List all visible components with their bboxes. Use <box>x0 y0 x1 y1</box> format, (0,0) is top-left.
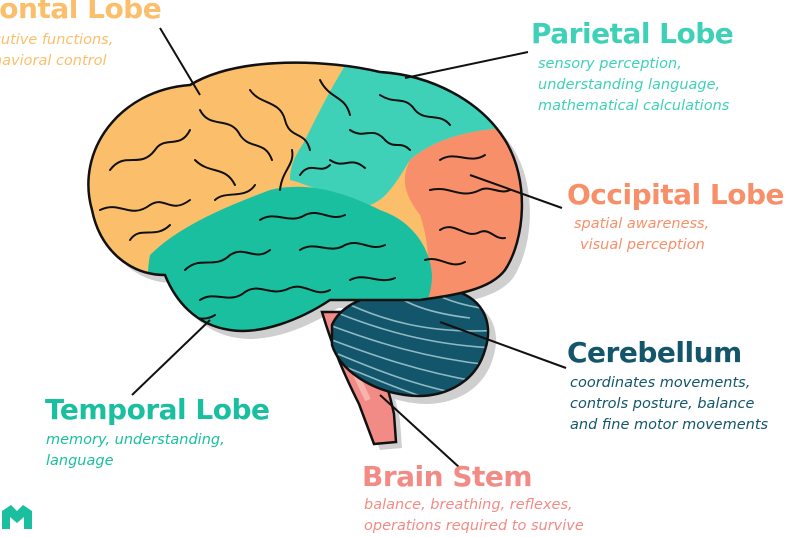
occipital-lobe-title: Occipital Lobe <box>567 178 784 211</box>
temporal-leader-line <box>132 320 210 395</box>
cerebellum-desc-line: coordinates movements, <box>570 373 768 394</box>
temporal-desc-line: language <box>46 451 225 472</box>
temporal-lobe-title: Temporal Lobe <box>45 393 270 426</box>
brain-stem-title: Brain Stem <box>362 460 532 493</box>
parietal-desc-line: sensory perception, <box>538 54 729 75</box>
occipital-lobe-description: spatial awareness, visual perception <box>574 214 709 256</box>
cerebellum-desc-line: controls posture, balance <box>570 394 768 415</box>
cerebellum-title: Cerebellum <box>567 336 742 369</box>
occipital-desc-line: spatial awareness, <box>574 214 709 235</box>
cerebellum-description: coordinates movements, controls posture,… <box>570 373 768 436</box>
parietal-lobe-title: Parietal Lobe <box>531 17 733 50</box>
frontal-desc-line: ehavioral control <box>0 51 113 72</box>
frontal-lobe-title: rontal Lobe <box>0 0 161 25</box>
parietal-lobe-description: sensory perception, understanding langua… <box>538 54 729 117</box>
parietal-leader-line <box>405 52 528 78</box>
parietal-desc-line: mathematical calculations <box>538 96 729 117</box>
occipital-desc-line: visual perception <box>574 235 709 256</box>
brainstem-desc-line: operations required to survive <box>364 516 584 537</box>
brainstem-desc-line: balance, breathing, reflexes, <box>364 495 584 516</box>
temporal-desc-line: memory, understanding, <box>46 430 225 451</box>
temporal-lobe-description: memory, understanding, language <box>46 430 225 472</box>
frontal-desc-line: ecutive functions, <box>0 30 113 51</box>
parietal-desc-line: understanding language, <box>538 75 729 96</box>
brand-logo-icon <box>0 502 34 529</box>
brain-stem-description: balance, breathing, reflexes, operations… <box>364 495 584 537</box>
cerebellum-desc-line: and fine motor movements <box>570 415 768 436</box>
frontal-lobe-description: ecutive functions, ehavioral control <box>0 30 113 72</box>
